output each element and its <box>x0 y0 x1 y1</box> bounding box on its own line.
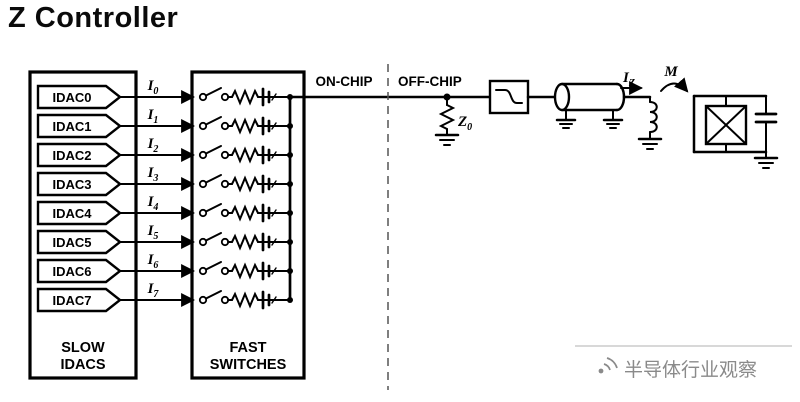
mutual-coupling-annotation: M <box>660 64 689 93</box>
idac-label: IDAC6 <box>52 264 91 279</box>
coupling-arrow <box>660 77 689 93</box>
off-chip-label: OFF-CHIP <box>398 74 462 89</box>
fast-switch-branch <box>120 233 293 250</box>
watermark-logo-icon <box>598 357 618 374</box>
ground-symbol <box>753 151 779 169</box>
channel-row-7: IDAC7 I7 <box>36 281 293 313</box>
z0-termination: Z0 <box>434 93 472 146</box>
current-label: I4 <box>147 194 159 213</box>
fast-switch-branch <box>120 146 293 163</box>
channel-row-3: IDAC3 I3 <box>36 165 293 197</box>
low-pass-curve-icon <box>495 89 523 104</box>
current-label: I7 <box>147 281 160 300</box>
squid-resonator <box>692 94 779 169</box>
fast-switch-branch <box>120 88 293 105</box>
idac-label: IDAC1 <box>52 119 91 134</box>
current-label: I2 <box>147 136 159 155</box>
iz-label: IZ <box>622 70 635 89</box>
fast-switches-caption-line2: SWITCHES <box>210 357 287 373</box>
slow-idacs-caption-line2: IDACS <box>60 357 105 373</box>
page-title: Z Controller <box>8 2 179 34</box>
fast-switches-box: FAST SWITCHES <box>190 70 306 380</box>
shunt-capacitor <box>754 95 778 153</box>
ground-symbol <box>637 137 663 150</box>
transmission-line <box>553 82 626 129</box>
idac-label: IDAC5 <box>52 235 91 250</box>
current-label: I1 <box>147 107 159 126</box>
watermark: 半导体行业观察 <box>575 345 792 381</box>
ground-symbol <box>434 133 460 146</box>
low-pass-filter-block <box>488 79 530 115</box>
idac-label: IDAC0 <box>52 90 91 105</box>
current-label: I3 <box>147 165 159 184</box>
fast-switch-branch <box>120 117 293 134</box>
z0-resistor <box>438 104 456 130</box>
josephson-junction-icon <box>704 104 748 146</box>
fast-switch-branch <box>120 204 293 221</box>
fast-switches-caption-line1: FAST <box>229 340 266 356</box>
channel-row-6: IDAC6 I6 <box>36 252 293 284</box>
watermark-text: 半导体行业观察 <box>624 359 757 381</box>
slow-idacs-box: SLOW IDACS <box>28 70 138 380</box>
channel-row-4: IDAC4 I4 <box>36 194 293 226</box>
z0-label: Z0 <box>457 114 472 133</box>
idac-label: IDAC4 <box>52 206 92 221</box>
current-label: I0 <box>147 78 159 97</box>
fast-switch-branch <box>120 175 293 192</box>
inductor-coil <box>649 101 658 133</box>
m-label: M <box>663 64 678 80</box>
slow-idacs-caption-line1: SLOW <box>61 340 105 356</box>
ground-symbol <box>602 109 624 129</box>
fast-switch-branch <box>120 291 293 308</box>
iz-current-annotation: IZ <box>620 70 652 99</box>
channel-row-0: IDAC0 I0 <box>36 78 293 110</box>
idac-label: IDAC3 <box>52 177 91 192</box>
channel-row-5: IDAC5 I5 <box>36 223 293 255</box>
idac-label: IDAC7 <box>52 293 91 308</box>
channel-row-2: IDAC2 I2 <box>36 136 293 168</box>
on-chip-label: ON-CHIP <box>316 74 373 89</box>
coupling-inductor <box>637 96 663 150</box>
current-label: I6 <box>147 252 159 271</box>
idac-label: IDAC2 <box>52 148 91 163</box>
channel-row-1: IDAC1 I1 <box>36 107 293 139</box>
ground-symbol <box>555 109 577 129</box>
fast-switch-branch <box>120 262 293 279</box>
current-label: I5 <box>147 223 159 242</box>
